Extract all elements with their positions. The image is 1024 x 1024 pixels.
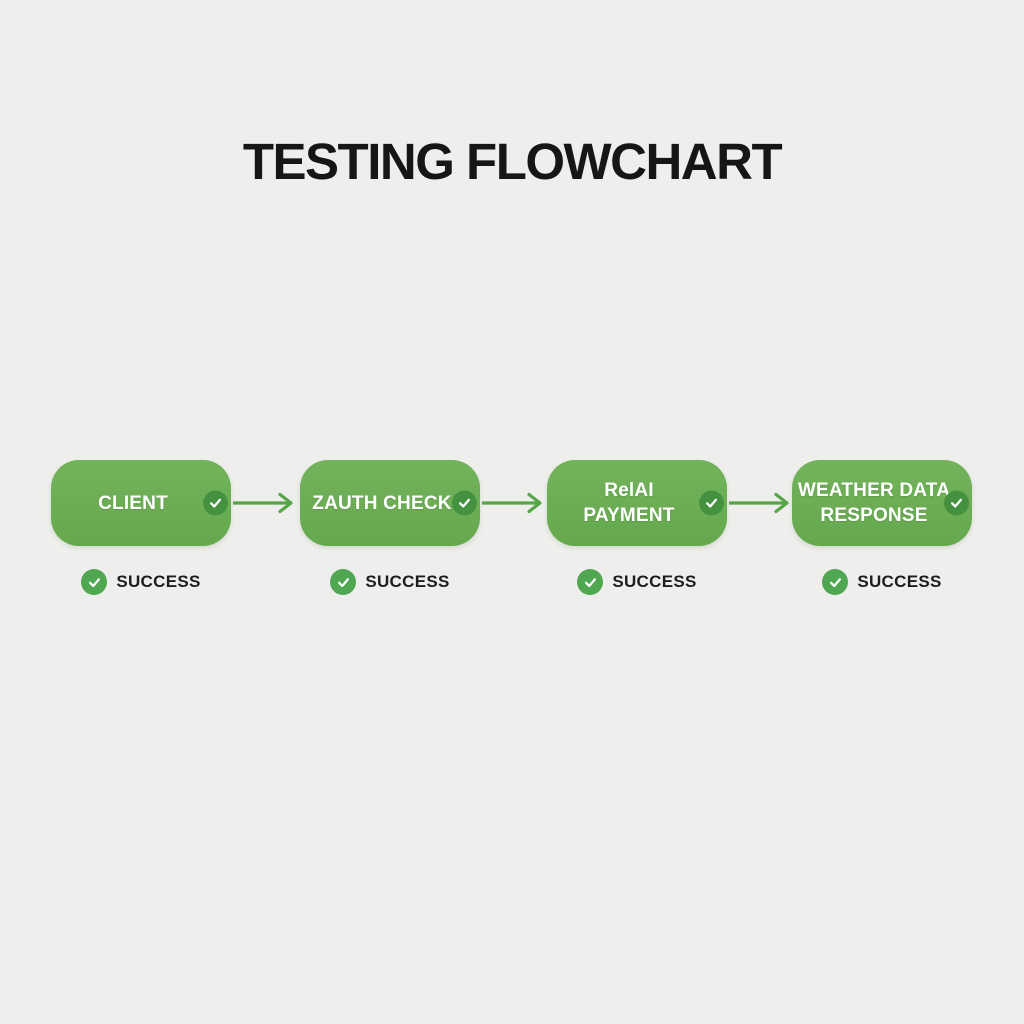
status-row: SUCCESS bbox=[300, 569, 480, 595]
check-circle-icon bbox=[944, 490, 969, 516]
status-badge: SUCCESS bbox=[612, 572, 697, 591]
status-row: SUCCESS bbox=[51, 569, 231, 595]
node-label: WEATHER DATA RESPONSE bbox=[798, 478, 950, 528]
flow-node-weather-data-response: WEATHER DATA RESPONSE SUCCESS bbox=[792, 460, 972, 595]
node-box: ZAUTH CHECK bbox=[300, 460, 480, 546]
status-badge: SUCCESS bbox=[365, 572, 450, 591]
status-row: SUCCESS bbox=[547, 569, 727, 595]
node-box: WEATHER DATA RESPONSE bbox=[792, 460, 972, 546]
success-check-icon bbox=[81, 569, 108, 595]
node-label: ZAUTH CHECK bbox=[312, 491, 451, 516]
status-badge: SUCCESS bbox=[857, 572, 942, 591]
flow-node-zauth-check: ZAUTH CHECK SUCCESS bbox=[300, 460, 480, 595]
node-box: RelAI PAYMENT bbox=[547, 460, 727, 546]
flow-node-client: CLIENT SUCCESS bbox=[51, 460, 231, 595]
node-label: CLIENT bbox=[98, 491, 168, 516]
arrow-right-icon bbox=[233, 491, 295, 515]
check-circle-icon bbox=[699, 490, 724, 516]
node-box: CLIENT bbox=[51, 460, 231, 546]
flow-node-relai-payment: RelAI PAYMENT SUCCESS bbox=[547, 460, 727, 595]
status-badge: SUCCESS bbox=[116, 572, 201, 591]
node-label-line: WEATHER DATA bbox=[797, 480, 951, 501]
success-check-icon bbox=[822, 569, 849, 595]
node-label-line: RESPONSE bbox=[820, 505, 928, 526]
success-check-icon bbox=[577, 569, 604, 595]
arrow-right-icon bbox=[729, 491, 791, 515]
node-label-line: RelAI bbox=[604, 480, 654, 501]
node-label-line: ZAUTH CHECK bbox=[312, 492, 452, 514]
node-label-line: CLIENT bbox=[98, 492, 168, 514]
page-title: TESTING FLOWCHART bbox=[242, 133, 783, 190]
status-row: SUCCESS bbox=[792, 569, 972, 595]
node-label: RelAI PAYMENT bbox=[583, 478, 674, 528]
arrow-right-icon bbox=[482, 491, 544, 515]
check-circle-icon bbox=[203, 490, 228, 516]
success-check-icon bbox=[330, 569, 357, 595]
check-circle-icon bbox=[452, 490, 477, 516]
node-label-line: PAYMENT bbox=[583, 505, 675, 526]
